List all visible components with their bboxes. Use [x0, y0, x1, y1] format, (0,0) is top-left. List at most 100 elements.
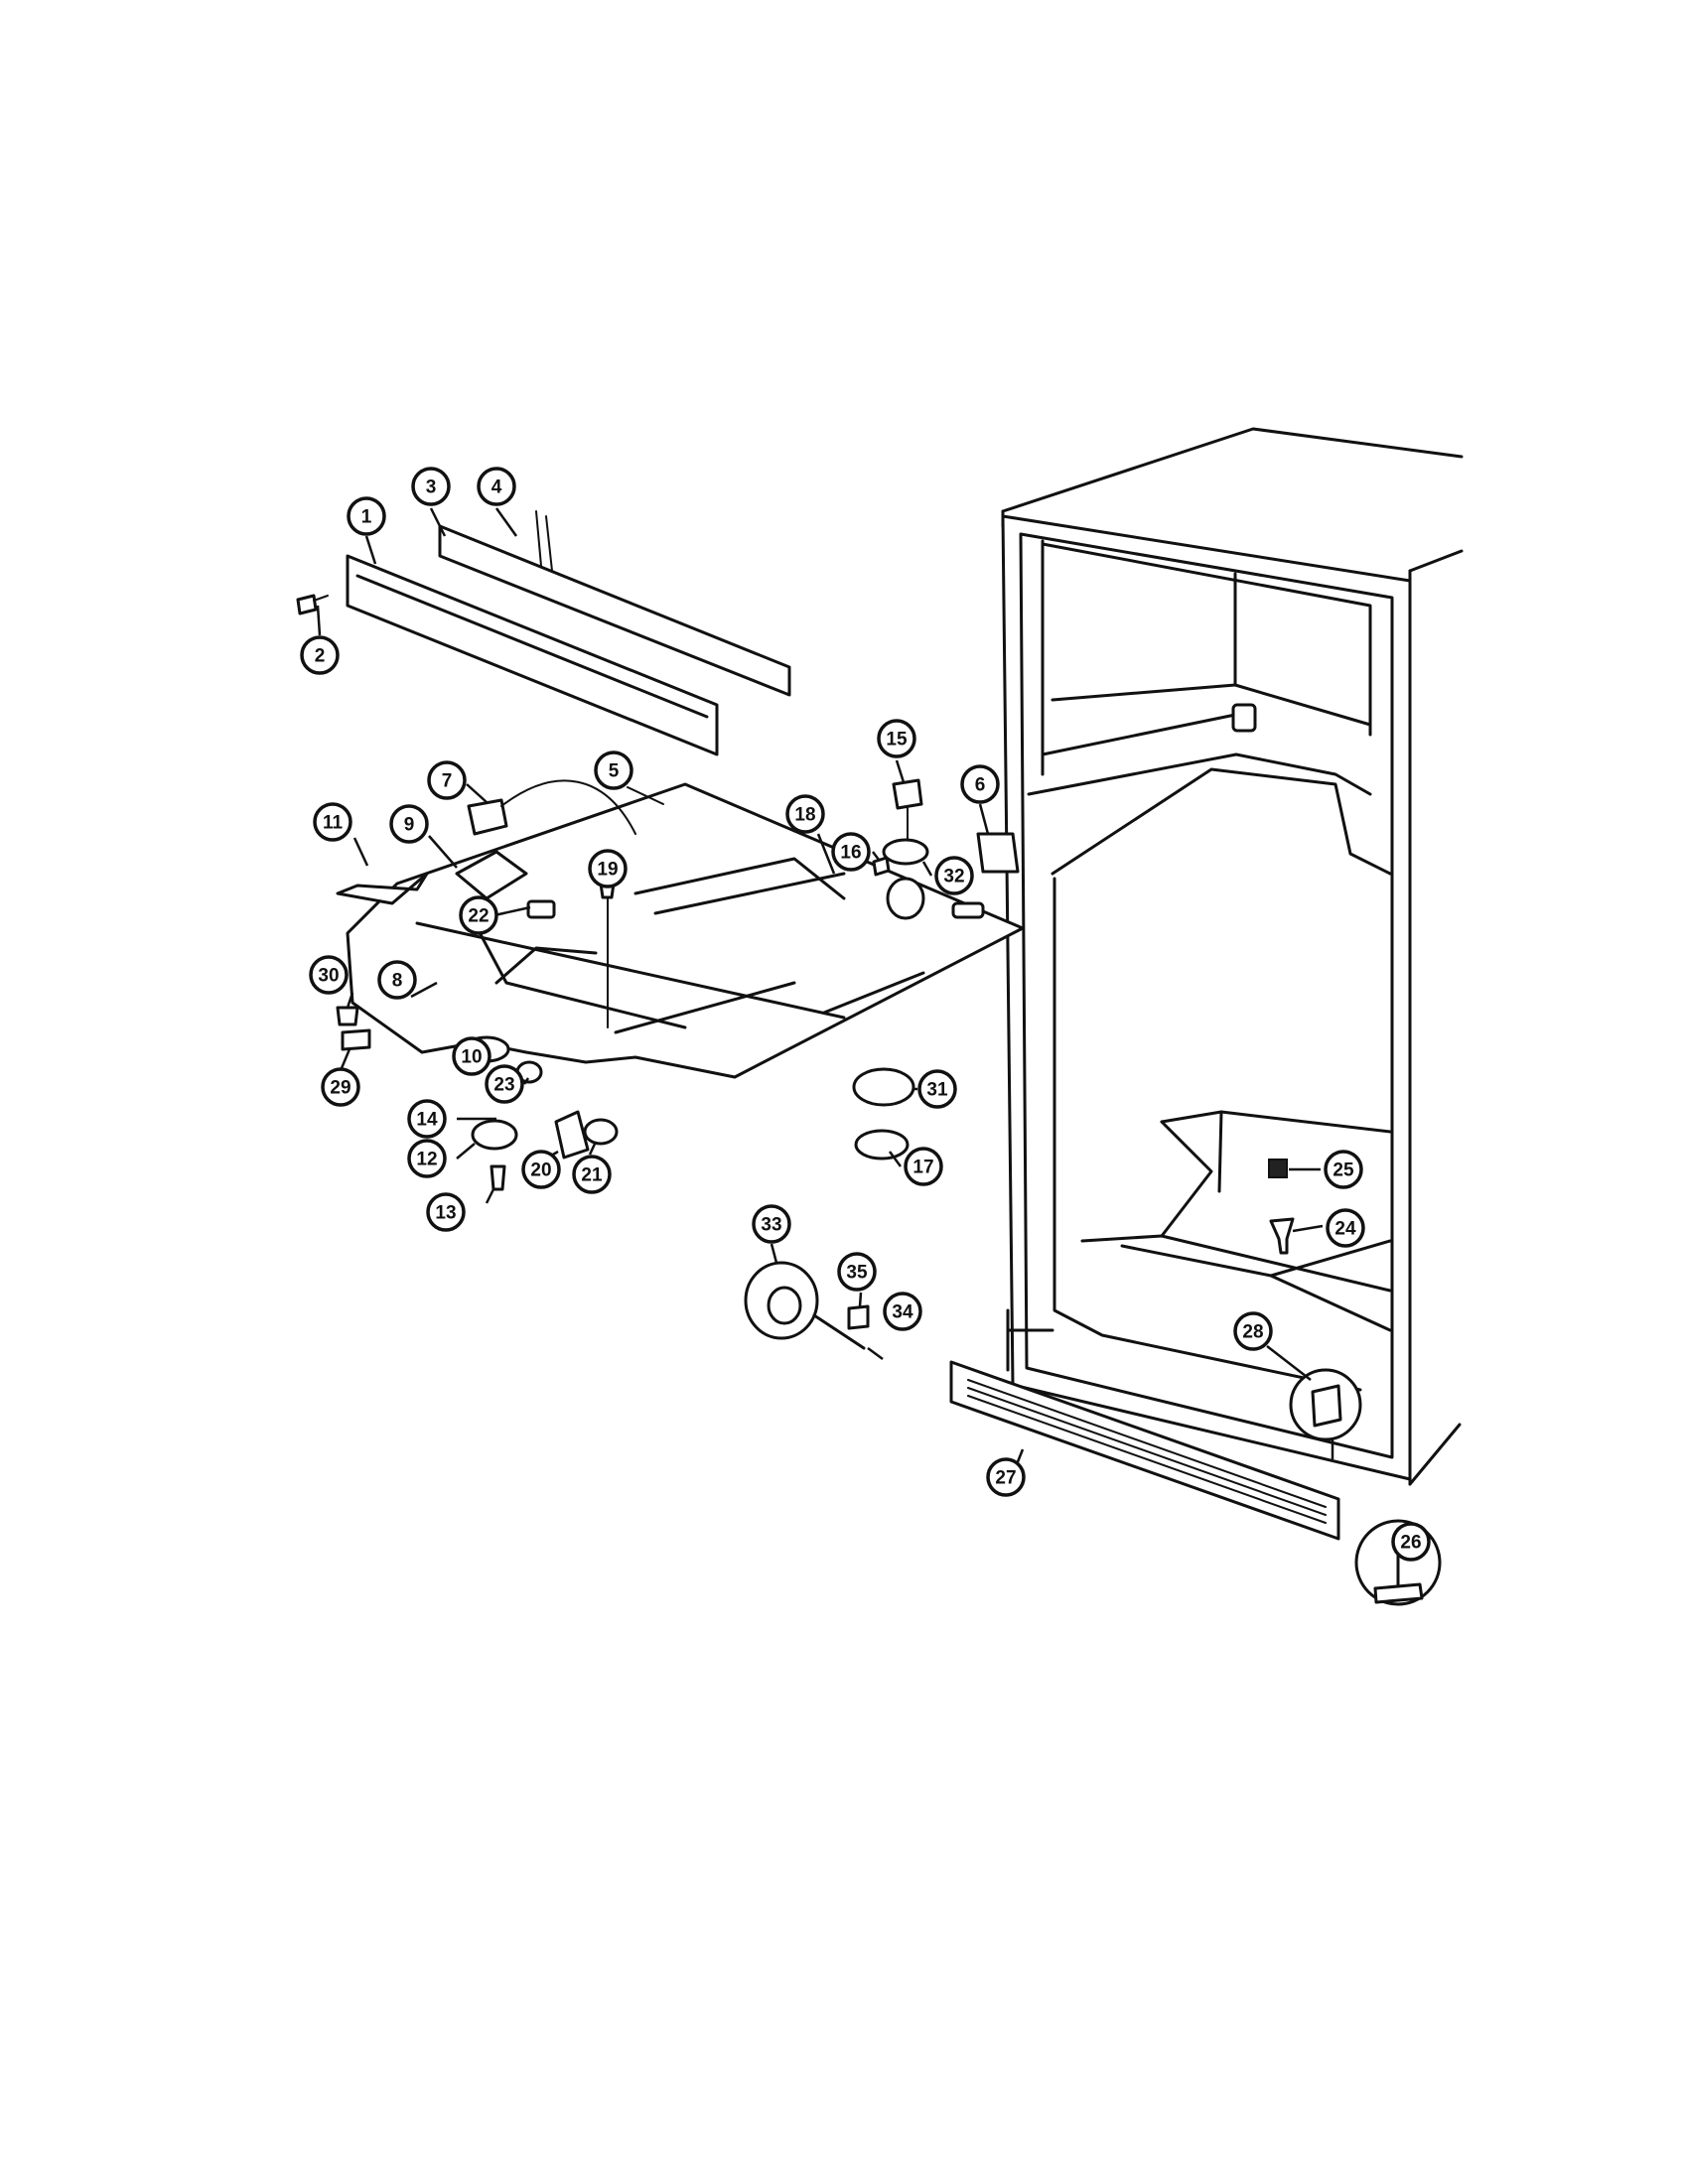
small-components [336, 778, 1442, 1606]
callout-5: 5 [594, 751, 633, 790]
callout-label: 22 [468, 906, 489, 927]
callout-circle [411, 467, 451, 506]
callout-8: 8 [377, 960, 417, 1000]
callout-label: 33 [761, 1215, 781, 1236]
callout-19: 19 [588, 849, 628, 888]
control-cover-panel [346, 782, 1025, 1079]
callout-circle [986, 1457, 1026, 1497]
callout-label: 20 [530, 1160, 551, 1181]
callout-label: 6 [975, 775, 986, 796]
callout-label: 19 [597, 860, 618, 881]
callout-label: 8 [392, 971, 403, 992]
callout-20: 20 [521, 1150, 561, 1189]
callout-circle [1326, 1208, 1365, 1248]
callout-label: 10 [461, 1047, 482, 1068]
callout-circle [877, 719, 916, 758]
callout-circle [904, 1147, 943, 1186]
callout-16: 16 [831, 832, 871, 872]
callout-label: 16 [840, 843, 861, 864]
callout-12: 12 [407, 1139, 447, 1178]
callout-circle [426, 1192, 466, 1232]
callout-28: 28 [1233, 1311, 1273, 1351]
callout-35: 35 [837, 1252, 877, 1292]
callout-circle [594, 751, 633, 790]
callout-1: 1 [347, 496, 386, 536]
callout-circle [477, 467, 516, 506]
callout-6: 6 [960, 764, 1000, 804]
callout-15: 15 [877, 719, 916, 758]
callout-label: 12 [416, 1150, 437, 1170]
callout-10: 10 [452, 1036, 491, 1076]
callout-circle [1233, 1311, 1273, 1351]
callout-23: 23 [485, 1064, 524, 1104]
callout-circle [321, 1067, 360, 1107]
callout-circle [960, 764, 1000, 804]
callout-label: 24 [1334, 1219, 1356, 1240]
callout-label: 4 [491, 478, 502, 498]
callout-label: 28 [1242, 1322, 1263, 1343]
callout-label: 15 [886, 730, 908, 751]
callout-3: 3 [411, 467, 451, 506]
callout-4: 4 [477, 467, 516, 506]
callout-14: 14 [407, 1099, 447, 1139]
top-rail-parts [296, 510, 791, 756]
callout-circle [452, 1036, 491, 1076]
callout-9: 9 [389, 804, 429, 844]
callout-circle [485, 1064, 524, 1104]
callout-label: 34 [892, 1302, 913, 1323]
callout-25: 25 [1324, 1150, 1363, 1189]
callout-circle [785, 794, 825, 834]
callout-2: 2 [300, 635, 340, 675]
callout-label: 14 [416, 1110, 438, 1131]
callout-18: 18 [785, 794, 825, 834]
callout-circle [752, 1204, 791, 1244]
callout-label: 21 [581, 1165, 603, 1186]
callout-29: 29 [321, 1067, 360, 1107]
callout-label: 7 [442, 771, 453, 792]
callout-label: 13 [435, 1203, 456, 1224]
callout-label: 32 [943, 867, 964, 887]
callout-label: 1 [361, 507, 372, 528]
callout-21: 21 [572, 1155, 612, 1194]
callout-11: 11 [313, 802, 352, 842]
callout-circle [407, 1099, 447, 1139]
callout-label: 31 [926, 1080, 948, 1101]
callout-circle [831, 832, 871, 872]
callout-label: 23 [493, 1075, 514, 1096]
callout-27: 27 [986, 1457, 1026, 1497]
callout-label: 30 [318, 966, 339, 987]
callout-circle [427, 760, 467, 800]
callout-22: 22 [459, 895, 498, 935]
callout-13: 13 [426, 1192, 466, 1232]
callout-circle [1324, 1150, 1363, 1189]
callout-label: 35 [846, 1263, 868, 1284]
callout-26: 26 [1391, 1522, 1431, 1562]
callout-34: 34 [883, 1292, 922, 1331]
callout-circle [934, 856, 974, 895]
callout-label: 17 [912, 1158, 933, 1178]
callout-label: 18 [794, 805, 815, 826]
callout-circle [300, 635, 340, 675]
leader-lines [316, 507, 1334, 1475]
callout-circle [309, 955, 349, 995]
callout-33: 33 [752, 1204, 791, 1244]
callout-7: 7 [427, 760, 467, 800]
callout-circle [389, 804, 429, 844]
callout-label: 11 [323, 813, 344, 834]
callout-circle [313, 802, 352, 842]
callout-label: 3 [426, 478, 437, 498]
callout-label: 27 [995, 1468, 1016, 1489]
callout-30: 30 [309, 955, 349, 995]
refrigerator-cabinet [1001, 427, 1464, 1486]
callout-24: 24 [1326, 1208, 1365, 1248]
callout-circle [883, 1292, 922, 1331]
callout-circle [572, 1155, 612, 1194]
callout-circle [588, 849, 628, 888]
callout-circle [837, 1252, 877, 1292]
callout-label: 26 [1400, 1533, 1421, 1554]
callout-circle [1391, 1522, 1431, 1562]
callout-circle [347, 496, 386, 536]
callout-circle [459, 895, 498, 935]
callout-label: 5 [609, 761, 620, 782]
